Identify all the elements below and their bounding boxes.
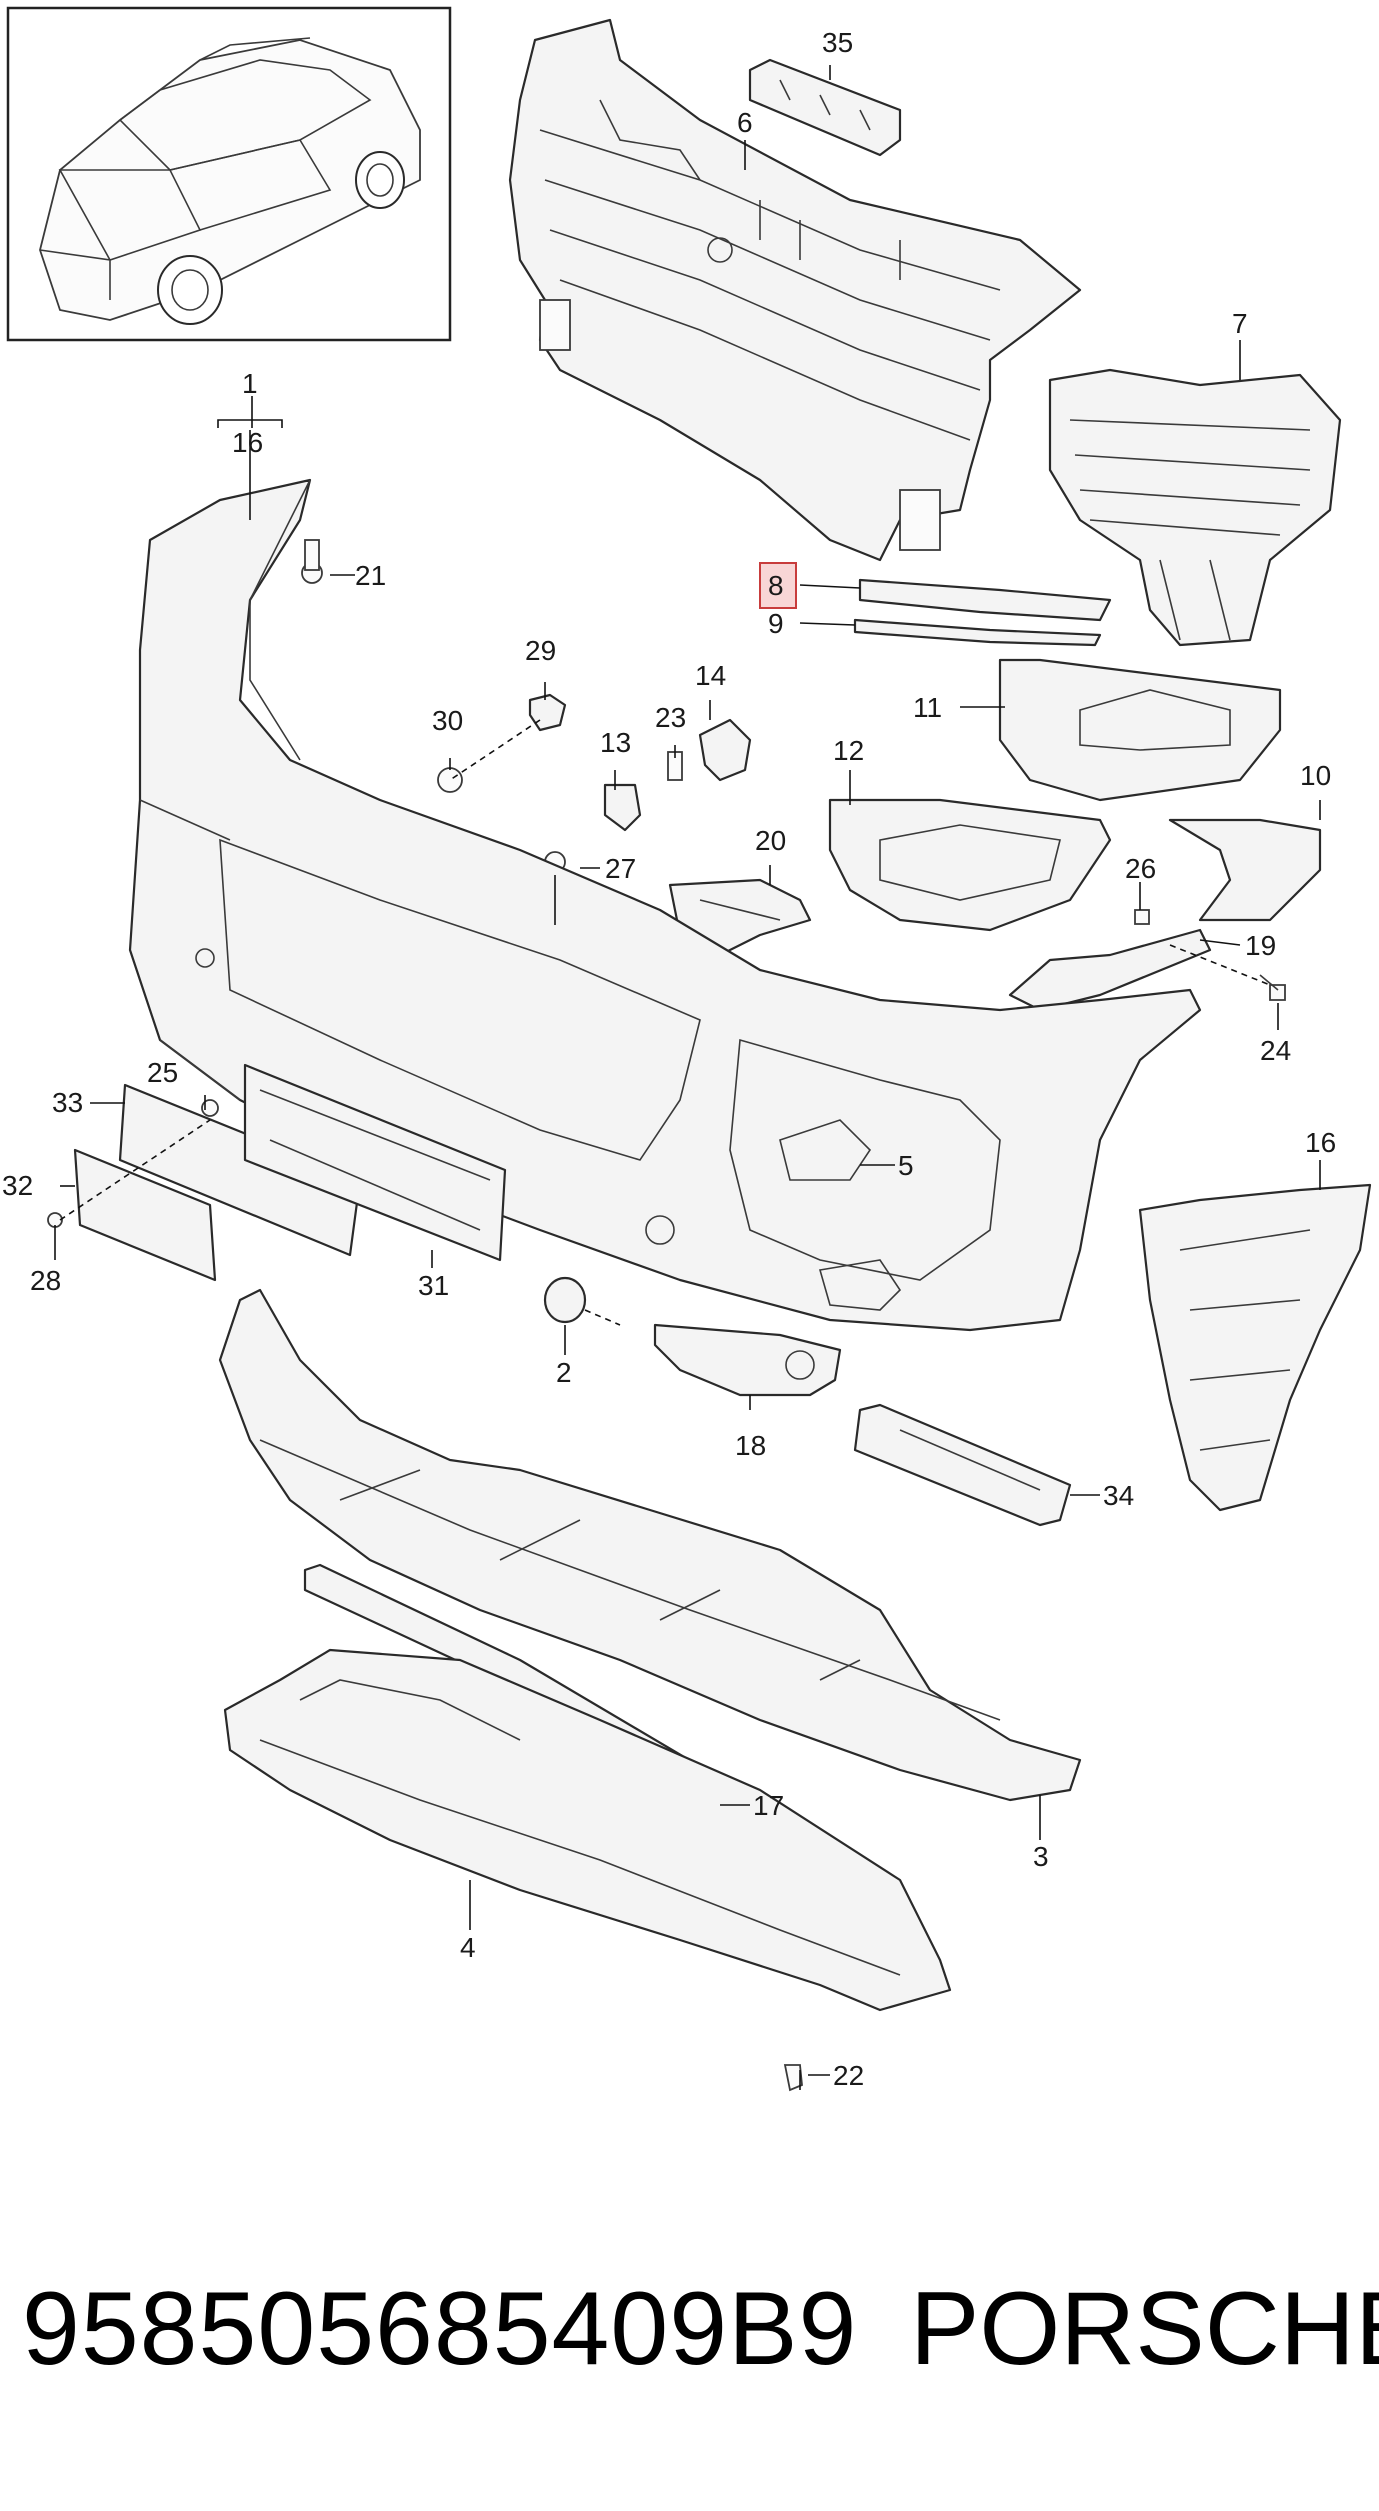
callout-label: 29	[525, 635, 556, 666]
callout-label: 26	[1125, 853, 1156, 884]
callout-label: 16	[1305, 1127, 1336, 1158]
licence-plate-holders	[47, 1063, 507, 1282]
underbody-panel	[223, 1648, 952, 2092]
callout-label: 2	[556, 1357, 572, 1388]
callout-label: 6	[737, 107, 753, 138]
tow-cap-and-trim	[543, 1276, 842, 1397]
vehicle-thumbnail	[6, 6, 452, 342]
callout-label: 31	[418, 1270, 449, 1301]
callout-label: 25	[147, 1057, 178, 1088]
callout-label: 7	[1232, 308, 1248, 339]
callout-label: 22	[833, 2060, 864, 2091]
callout-label: 12	[833, 735, 864, 766]
callout-label: 16	[232, 427, 263, 458]
lower-strip	[853, 1403, 1072, 1527]
fog-grille-lower	[828, 798, 1112, 932]
callout-label: 17	[753, 1790, 784, 1821]
side-grille	[1048, 368, 1342, 647]
fog-grille-upper	[998, 658, 1282, 802]
callout-label: 35	[822, 27, 853, 58]
callout-label: 34	[1103, 1480, 1134, 1511]
callout-label: 4	[460, 1932, 476, 1963]
callout-label: 20	[755, 825, 786, 856]
callout-label: 19	[1245, 930, 1276, 961]
callout-label: 18	[735, 1430, 766, 1461]
bumper-cover	[128, 478, 1202, 1332]
callout-label: 33	[52, 1087, 83, 1118]
callout-label: 14	[695, 660, 726, 691]
callout-label: 24	[1260, 1035, 1291, 1066]
upper-grille-carrier	[508, 18, 1082, 562]
clip-strip	[748, 58, 902, 157]
callout-label: 11	[913, 692, 942, 723]
callout-label: 32	[2, 1170, 33, 1201]
callout-label: 9	[768, 608, 784, 639]
corner-trim	[1168, 818, 1322, 922]
callout-label: 28	[30, 1265, 61, 1296]
trim-strips	[853, 578, 1112, 647]
callout-label: 8	[768, 570, 784, 601]
part-number: 958505685409B9	[22, 2271, 858, 2387]
callout-label: 10	[1300, 760, 1331, 791]
callout-label: 5	[898, 1150, 914, 1181]
callout-label: 13	[600, 727, 631, 758]
callout-label: 23	[655, 702, 686, 733]
callout-label: 21	[355, 560, 386, 591]
highlighted-callout-box	[759, 562, 797, 609]
brand-name: PORSCHE	[910, 2271, 1379, 2387]
side-support-bracket	[1138, 1183, 1372, 1512]
callout-label: 1	[242, 368, 258, 399]
callout-label: 27	[605, 853, 636, 884]
callout-label: 30	[432, 705, 463, 736]
callout-labels: 1 16 21 29 30 14 23 13 27 20 12 11 10 26…	[2, 27, 1336, 2091]
lower-spoiler	[218, 1288, 1082, 1802]
callout-label: 3	[1033, 1841, 1049, 1872]
leader-lines	[54, 65, 1321, 2090]
